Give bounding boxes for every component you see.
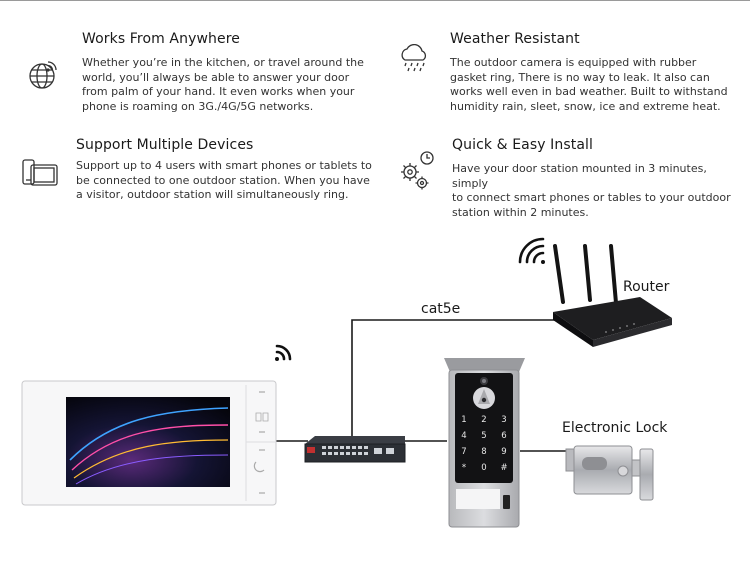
- key: 4: [461, 431, 466, 441]
- desc-line: phone is roaming on 3G./4G/5G networks.: [82, 99, 314, 113]
- feature-description: Whether you’re in the kitchen, or travel…: [82, 56, 382, 114]
- feature-title: Quick & Easy Install: [452, 137, 594, 153]
- feature-quick-install: Quick & Easy Install Have your door stat…: [452, 137, 742, 220]
- key: 1: [461, 415, 466, 425]
- desc-line: Support up to 4 users with smart phones …: [76, 159, 372, 172]
- cable-label: cat5e: [421, 301, 461, 317]
- poe-switch: [304, 436, 406, 463]
- router-wifi-icon: [518, 237, 545, 264]
- feature-weather-resistant: Weather Resistant The outdoor camera is …: [450, 31, 740, 114]
- desc-line: works well even in bad weather. Built to…: [450, 85, 728, 99]
- rain-cloud-icon: [397, 44, 431, 74]
- feature-title: Works From Anywhere: [82, 31, 240, 47]
- keypad: 1 2 3 4 5 6 7 8 9 * 0 #: [461, 415, 507, 473]
- globe-wifi-icon: [26, 58, 60, 92]
- feature-multiple-devices: Support Multiple Devices Support up to 4…: [76, 137, 386, 203]
- cable-lines: [276, 319, 566, 452]
- desc-line: world, you’ll always be able to answer y…: [82, 70, 350, 84]
- top-divider: [0, 0, 750, 1]
- feature-title: Support Multiple Devices: [76, 137, 254, 153]
- key: 0: [481, 463, 486, 473]
- desc-line: Whether you’re in the kitchen, or travel…: [82, 56, 364, 69]
- router-label: Router: [623, 279, 670, 295]
- electronic-lock: [565, 445, 654, 501]
- outdoor-station: [444, 358, 525, 528]
- desc-line: to connect smart phones or tables to you…: [452, 191, 731, 205]
- key: 2: [481, 415, 486, 425]
- feature-description: The outdoor camera is equipped with rubb…: [450, 56, 740, 114]
- wifi-signal-icon: [275, 344, 292, 361]
- desc-line: from palm of your hand. It even works wh…: [82, 85, 355, 99]
- key: *: [462, 463, 466, 473]
- indoor-monitor: [21, 380, 277, 506]
- key: 9: [501, 447, 506, 457]
- desc-line: a visitor, outdoor station will simultan…: [76, 188, 349, 202]
- feature-title: Weather Resistant: [450, 31, 580, 47]
- gears-clock-icon: [396, 150, 438, 194]
- feature-description: Support up to 4 users with smart phones …: [76, 159, 386, 203]
- lock-label: Electronic Lock: [562, 420, 668, 436]
- key: 8: [481, 447, 486, 457]
- desc-line: The outdoor camera is equipped with rubb…: [450, 56, 697, 69]
- feature-description: Have your door station mounted in 3 minu…: [452, 162, 742, 220]
- router: [553, 244, 672, 347]
- key: 3: [501, 415, 506, 425]
- key: 6: [501, 431, 506, 441]
- desc-line: gasket ring, There is no way to leak. It…: [450, 70, 710, 84]
- phone-tablet-icon: [21, 158, 59, 188]
- desc-line: Have your door station mounted in 3 minu…: [452, 162, 707, 190]
- key: #: [500, 463, 507, 473]
- key: 5: [481, 431, 486, 441]
- desc-line: humidity rain, sleet, snow, ice and extr…: [450, 99, 721, 113]
- key: 7: [461, 447, 466, 457]
- desc-line: be connected to one outdoor station. Whe…: [76, 173, 370, 187]
- desc-line: station within 2 minutes.: [452, 205, 589, 219]
- feature-works-anywhere: Works From Anywhere Whether you’re in th…: [82, 31, 382, 114]
